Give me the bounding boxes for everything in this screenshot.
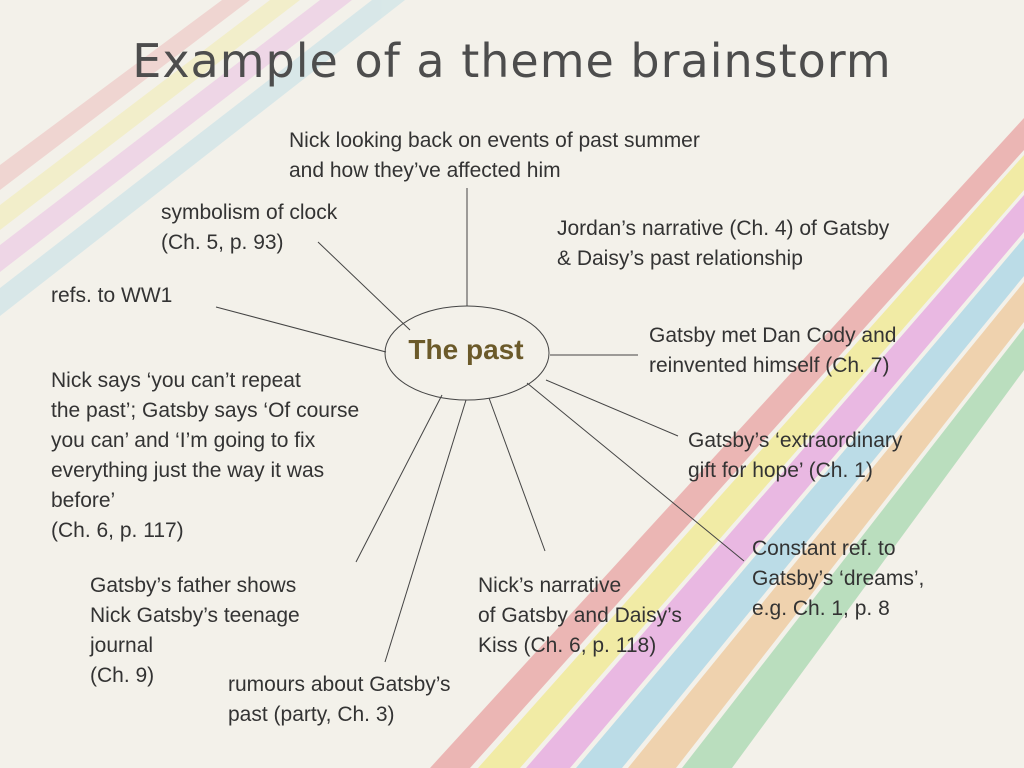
stripes-left: [0, 0, 405, 316]
node-line: Jordan’s narrative (Ch. 4) of Gatsby: [557, 217, 890, 240]
node-line: Constant ref. to: [752, 537, 896, 560]
node-line: Gatsby’s ‘extraordinary: [688, 429, 903, 452]
node-line: everything just the way it was: [51, 459, 325, 482]
connector-dreams: [526, 382, 745, 562]
stripe: [576, 238, 1024, 768]
stripes-right: [430, 118, 1024, 768]
node-line: gift for hope’ (Ch. 1): [688, 459, 873, 482]
center-label: The past: [408, 334, 524, 365]
node-refs-ww1: refs. to WW1: [51, 281, 172, 311]
node-line: Nick looking back on events of past summ…: [289, 129, 700, 152]
node-line: e.g. Ch. 1, p. 8: [752, 597, 890, 620]
stripe: [0, 0, 250, 190]
node-rumours: rumours about Gatsby’s past (party, Ch. …: [228, 670, 451, 730]
connector-kiss-narrative: [488, 397, 546, 552]
node-line: Kiss (Ch. 6, p. 118): [478, 634, 657, 657]
node-line: refs. to WW1: [51, 284, 173, 307]
node-line: the past’; Gatsby says ‘Of course: [51, 399, 360, 422]
stripe: [0, 0, 405, 316]
stripe: [628, 282, 1024, 768]
connector-refs-ww1: [215, 306, 387, 353]
node-line: (Ch. 5, p. 93): [161, 231, 284, 254]
node-line: and how they’ve affected him: [289, 159, 561, 182]
node-line: of Gatsby and Daisy’s: [478, 604, 682, 627]
node-gift-for-hope: Gatsby’s ‘extraordinary gift for hope’ (…: [688, 426, 902, 486]
stripe: [526, 195, 1024, 768]
stripe: [478, 155, 1024, 768]
node-line: & Daisy’s past relationship: [557, 247, 803, 270]
center-node: [384, 305, 550, 401]
node-dan-cody: Gatsby met Dan Cody and reinvented himse…: [649, 321, 896, 381]
node-line: Nick’s narrative: [478, 574, 622, 597]
node-line: past (party, Ch. 3): [228, 703, 395, 726]
node-dreams: Constant ref. to Gatsby’s ‘dreams’, e.g.…: [752, 534, 924, 624]
node-line: journal: [90, 634, 154, 657]
node-symbolism-clock: symbolism of clock (Ch. 5, p. 93): [161, 198, 337, 258]
node-line: rumours about Gatsby’s: [228, 673, 451, 696]
stripe: [0, 0, 300, 230]
node-line: before’: [51, 489, 116, 512]
node-line: Gatsby met Dan Cody and: [649, 324, 897, 347]
node-fathers-journal: Gatsby’s father shows Nick Gatsby’s teen…: [90, 571, 300, 691]
node-line: reinvented himself (Ch. 7): [649, 354, 890, 377]
stripe: [682, 328, 1024, 768]
node-line: symbolism of clock: [161, 201, 338, 224]
node-line: Nick says ‘you can’t repeat: [51, 369, 301, 392]
node-line: Gatsby’s father shows: [90, 574, 297, 597]
node-line: (Ch. 9): [90, 664, 155, 687]
connector-gift-for-hope: [545, 379, 679, 437]
node-jordan-narrative: Jordan’s narrative (Ch. 4) of Gatsby & D…: [557, 214, 889, 274]
slide-title: Example of a theme brainstorm: [132, 34, 892, 88]
connector-symbolism-clock: [317, 241, 411, 331]
connector-rumours: [384, 399, 467, 663]
node-repeat-past: Nick says ‘you can’t repeat the past’; G…: [51, 366, 359, 546]
connector-fathers-journal: [355, 394, 443, 563]
node-line: (Ch. 6, p. 117): [51, 519, 184, 542]
stripe: [0, 0, 352, 272]
node-line: you can’ and ‘I’m going to fix: [51, 429, 316, 452]
node-line: Gatsby’s ‘dreams’,: [752, 567, 925, 590]
node-kiss-narrative: Nick’s narrative of Gatsby and Daisy’s K…: [478, 571, 682, 661]
node-line: Nick Gatsby’s teenage: [90, 604, 300, 627]
stripe: [430, 118, 1024, 768]
node-nick-looking-back: Nick looking back on events of past summ…: [289, 126, 700, 186]
